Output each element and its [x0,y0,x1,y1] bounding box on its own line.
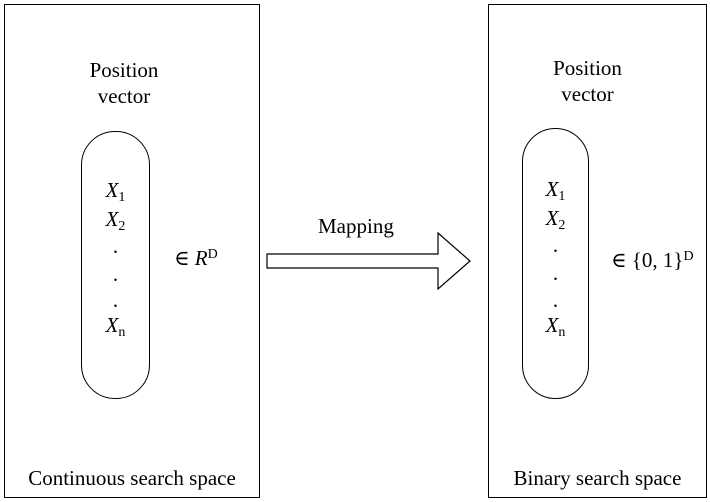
binary-search-space-panel: Position vector X1 X2 . . . Xn ∈ {0, 1}D… [488,4,707,498]
title-line-1: Position [89,58,159,82]
position-vector-title: Position vector [489,55,706,107]
mapping-arrow-icon [266,232,471,290]
vector-ellipsis-dot: . [112,234,119,258]
vector-ellipsis-dot: . [112,262,119,286]
vector-element-x1: X1 [545,177,566,204]
vector-element-x2: X2 [105,207,126,234]
membership-real-space: ∈ RD [174,246,218,270]
vector-ellipsis-dot: . [552,261,559,285]
vector-element-x1: X1 [105,178,126,205]
vector-element-x2: X2 [545,206,566,233]
title-line-2: vector [97,84,151,108]
vector-ellipsis-dot: . [552,233,559,257]
position-vector-capsule: X1 X2 . . . Xn [81,131,150,399]
vector-element-xn: Xn [105,313,126,340]
mapping-arrow-shape [266,232,471,290]
binary-search-space-caption: Binary search space [513,466,682,490]
continuous-search-space-caption: Continuous search space [28,466,236,490]
mapping-label: Mapping [318,214,394,238]
continuous-search-space-panel: Position vector X1 X2 . . . Xn ∈ RD Cont… [4,4,260,498]
position-vector-title: Position vector [5,57,259,109]
vector-ellipsis-dot: . [552,288,559,312]
title-line-1: Position [553,56,622,80]
title-line-2: vector [561,82,614,106]
membership-binary-space: ∈ {0, 1}D [611,248,694,272]
vector-ellipsis-dot: . [112,288,119,312]
vector-element-xn: Xn [545,313,566,340]
position-vector-capsule: X1 X2 . . . Xn [522,128,589,399]
